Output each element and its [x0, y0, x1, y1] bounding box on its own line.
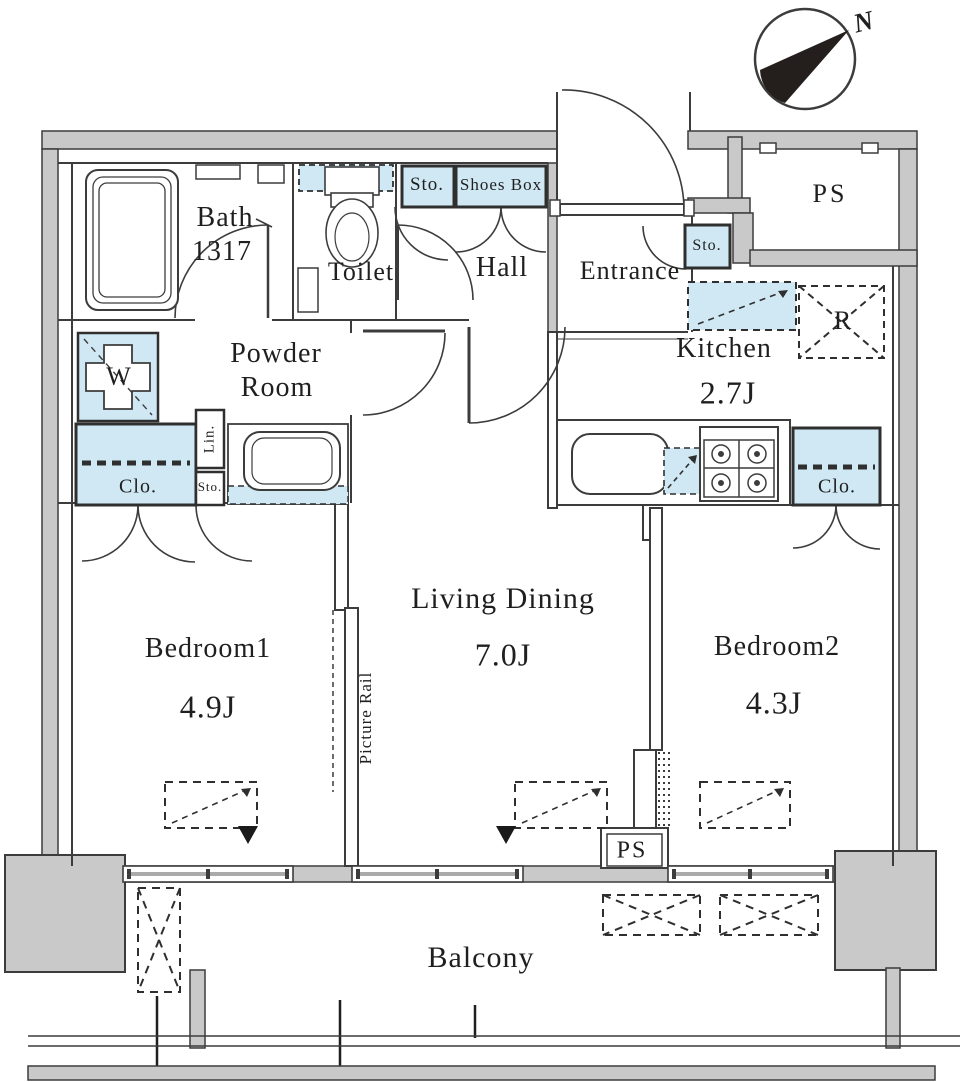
- storage-hall-label: Sto.: [409, 174, 445, 195]
- refrigerator-space: [798, 285, 885, 359]
- door-swings: [81, 89, 881, 563]
- shoes-box: [454, 164, 548, 209]
- storage-entrance-label: Sto.: [692, 237, 722, 254]
- storage-powder-label: Sto.: [197, 479, 223, 494]
- storage-powder-box: [194, 470, 226, 507]
- linen-box: [194, 408, 226, 470]
- dashed-storage-outlines: [164, 781, 791, 829]
- bath-counter: [195, 164, 285, 184]
- toilet-label: Toilet: [327, 257, 395, 286]
- bedroom1-size-label: 4.9J: [179, 688, 237, 725]
- toilet-fixture: [297, 164, 394, 313]
- balcony-label: Balcony: [427, 941, 535, 974]
- kitchen-size-label: 2.7J: [699, 374, 757, 411]
- compass-icon: [753, 7, 857, 111]
- dashed-arrowheads: [241, 788, 784, 797]
- dashed-arrows: [171, 789, 780, 824]
- bedroom2-size-label: 4.3J: [745, 684, 803, 721]
- windows: [122, 865, 834, 883]
- window-markers: [238, 826, 516, 844]
- kitchen-label: Kitchen: [676, 333, 772, 364]
- bathtub: [85, 169, 179, 311]
- partition-rail-dashes: [332, 610, 670, 828]
- storage-entrance-box: [683, 223, 732, 270]
- hall-label: Hall: [475, 252, 529, 283]
- refrigerator-label: R: [833, 306, 853, 335]
- entrance-label: Entrance: [579, 256, 681, 285]
- linen-storage-boxes: [194, 408, 226, 507]
- powder-room-label-2: Room: [240, 372, 314, 403]
- powder-room-label-1: Powder: [230, 338, 322, 369]
- closet-hanger-rails: [82, 460, 875, 470]
- picture-rail-label: Picture Rail: [356, 671, 375, 765]
- closet-bedroom2-label: Clo.: [818, 475, 856, 498]
- ps-wall-notches: [759, 142, 879, 154]
- storage-hall-box: [400, 164, 456, 209]
- bedroom2-label: Bedroom2: [713, 631, 841, 662]
- stove: [699, 426, 779, 502]
- entrance-door-leaf: [549, 199, 695, 217]
- bath-label: Bath: [196, 202, 254, 233]
- kitchen-open-counter: [687, 281, 797, 331]
- closet-powder-label: Clo.: [119, 475, 157, 498]
- living-dining-label: Living Dining: [411, 582, 595, 615]
- ps-top-label: PS: [812, 179, 848, 208]
- washer-space: [76, 331, 160, 423]
- balcony-railing: [27, 967, 960, 1081]
- ps-bottom-label: PS: [616, 837, 648, 864]
- balcony-columns: [4, 850, 937, 973]
- washer-label: W: [106, 362, 132, 391]
- linen-label: Lin.: [201, 424, 218, 454]
- bedroom1-label: Bedroom1: [144, 633, 272, 664]
- interior-wall-slabs: [334, 331, 669, 869]
- balcony-equipment-outlines: [137, 887, 819, 993]
- kitchen-sink: [571, 433, 669, 495]
- bath-size-label: 1317: [192, 236, 252, 267]
- living-dining-size-label: 7.0J: [474, 636, 532, 673]
- powder-vanity: [227, 423, 349, 505]
- shoes-box-label: Shoes Box: [459, 175, 543, 194]
